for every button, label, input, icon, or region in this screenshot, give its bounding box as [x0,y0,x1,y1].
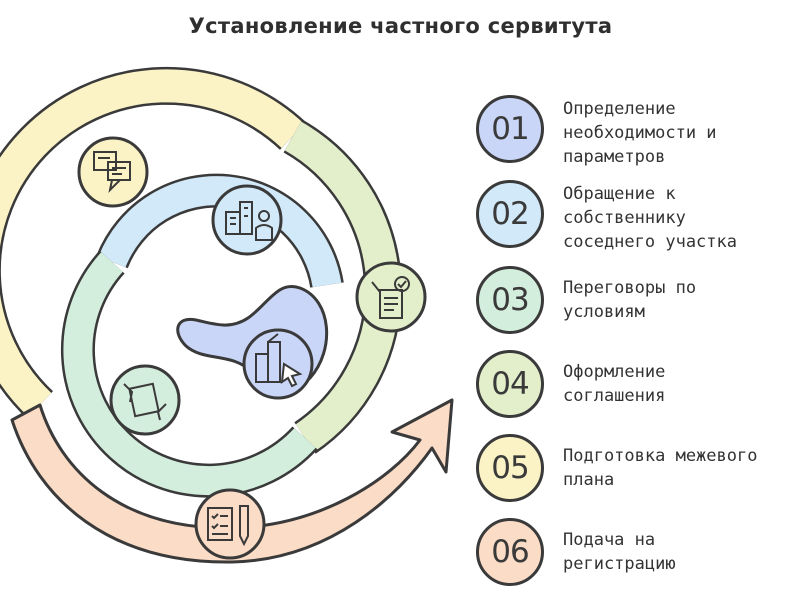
step-label: Подготовка межевого плана [563,446,758,490]
document-cursor-icon [255,333,303,388]
step-01: 01 Определение необходимости и параметро… [472,95,792,175]
ring-segment-03-fill [63,252,316,496]
handshake-document-icon [123,382,167,421]
step-label: Подача на регистрацию [563,530,676,574]
documents-chat-icon [93,151,131,194]
step-number-badge: 01 [476,95,544,163]
icon-badge-06 [194,488,266,560]
step-number-badge: 02 [476,180,544,248]
step-number-badge: 03 [476,266,544,334]
step-06: 06 Подача на регистрацию [472,518,792,598]
icon-badge-04 [355,261,427,333]
signed-agreement-icon [371,276,410,319]
step-04: 04 Оформление соглашения [472,350,792,430]
step-label: Переговоры по условиям [563,278,697,322]
ring-segment-05-fill [0,69,305,418]
icon-badge-03 [109,364,181,436]
step-05: 05 Подготовка межевого плана [472,434,792,514]
arrow-band-06 [10,398,454,564]
step-02: 02 Обращение к собственнику соседнего уч… [472,180,792,260]
building-person-icon [225,201,273,241]
step-label: Определение необходимости и параметров [563,99,717,167]
icon-badge-01 [242,328,314,400]
diagram-title: Установление частного сервитута [188,14,613,38]
step-number-badge: 04 [476,350,544,418]
icon-badge-02 [211,184,283,256]
checklist-pen-icon [207,505,249,547]
step-label: Обращение к собственнику соседнего участ… [563,184,737,252]
step-number-badge: 06 [476,518,544,586]
step-label: Оформление соглашения [563,362,666,406]
step-03: 03 Переговоры по условиям [472,266,792,346]
step-number-badge: 05 [476,434,544,502]
icon-badge-05 [77,136,149,208]
